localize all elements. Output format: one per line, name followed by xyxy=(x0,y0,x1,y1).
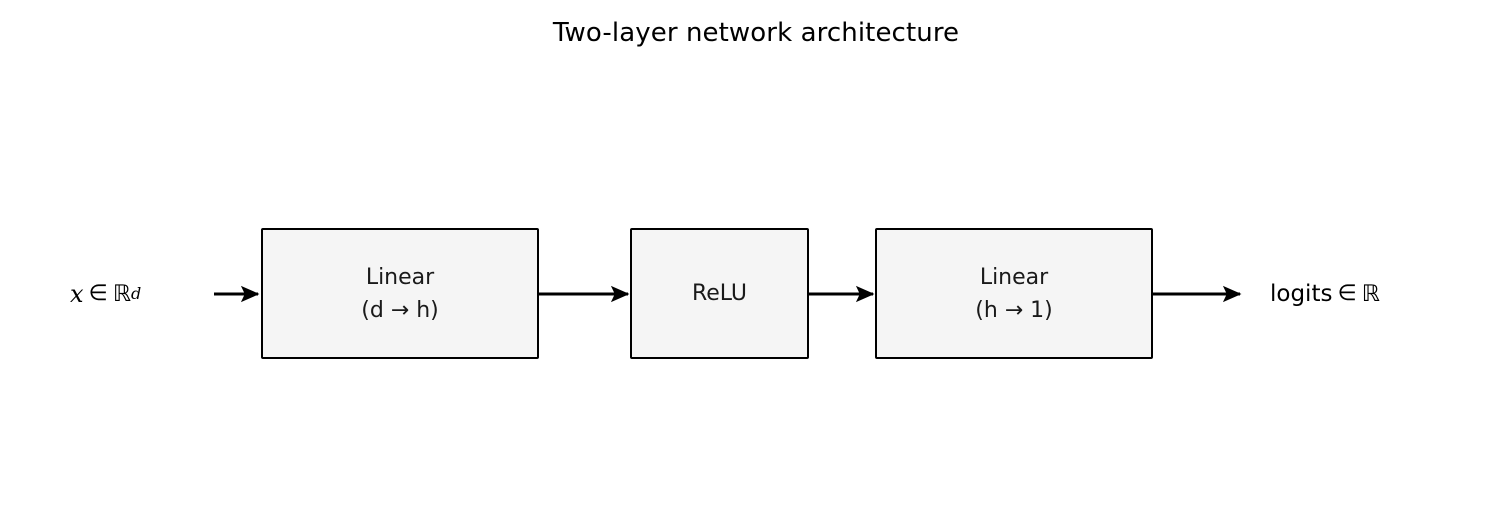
output-space-symbol: ℝ xyxy=(1361,281,1380,307)
block-relu[interactable]: ReLU xyxy=(630,228,809,359)
output-label: logits ∈ ℝ xyxy=(1270,280,1380,308)
output-member-operator: ∈ xyxy=(1337,281,1357,306)
output-symbol: logits xyxy=(1270,281,1333,307)
block-relu-line1: ReLU xyxy=(691,281,748,306)
input-symbol: x xyxy=(70,280,84,308)
input-space-symbol: ℝ xyxy=(112,281,131,307)
block-linear-1-line2: (d → h) xyxy=(361,297,439,323)
block-linear-1-line1: Linear xyxy=(365,264,435,290)
block-linear-2-line1: Linear xyxy=(979,264,1049,290)
page-title: Two-layer network architecture xyxy=(552,18,960,48)
block-linear-1[interactable]: Linear (d → h) xyxy=(261,228,539,359)
block-linear-2-line2: (h → 1) xyxy=(975,297,1053,323)
input-member-operator: ∈ xyxy=(88,281,108,306)
input-label: x ∈ ℝ d xyxy=(70,280,142,308)
block-linear-2[interactable]: Linear (h → 1) xyxy=(875,228,1153,359)
